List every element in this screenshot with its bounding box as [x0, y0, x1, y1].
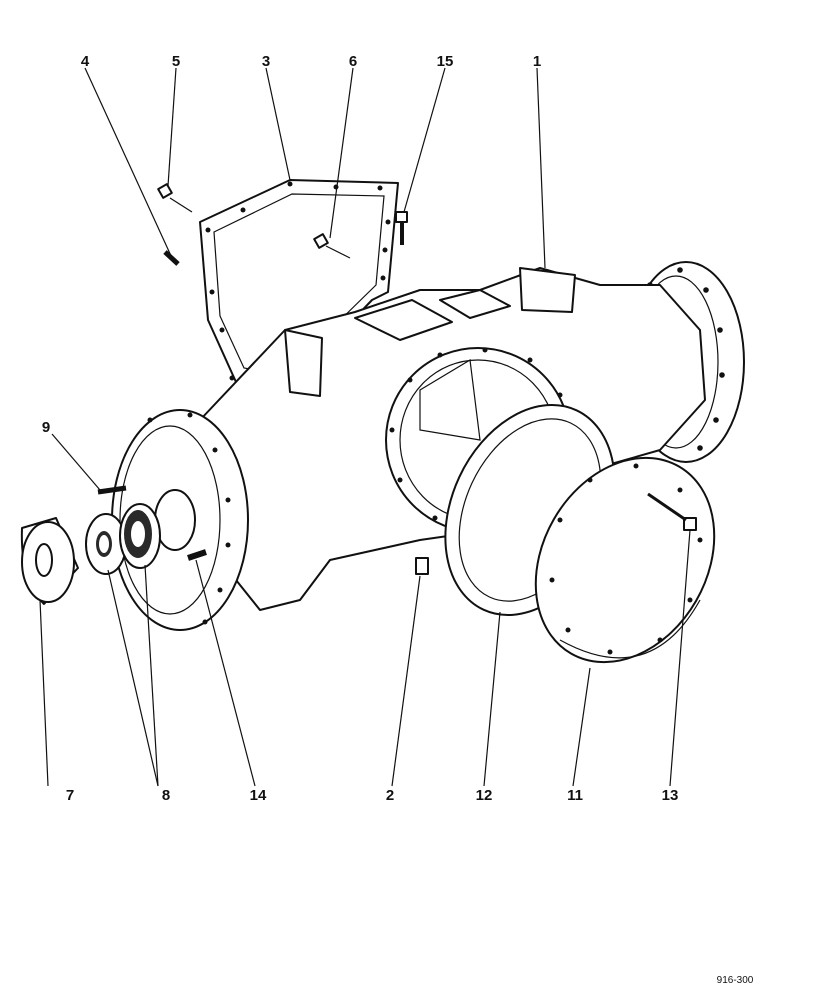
part-labels: 4 5 3 6 15 1 9 7 8 14 2 12 11 13 — [42, 53, 679, 804]
bearing-8b — [119, 503, 161, 569]
label-part-2: 2 — [386, 787, 394, 804]
label-part-4: 4 — [81, 53, 90, 70]
label-part-12: 12 — [476, 787, 493, 804]
label-part-5: 5 — [172, 53, 180, 70]
dowel-14 — [187, 549, 207, 561]
label-part-3: 3 — [262, 53, 270, 70]
label-part-1: 1 — [533, 53, 541, 70]
bolt-5 — [157, 183, 193, 213]
label-part-13: 13 — [662, 787, 679, 804]
seal-7 — [20, 517, 79, 605]
label-part-15: 15 — [437, 53, 454, 70]
leader-lines — [39, 67, 691, 787]
bolt-6 — [313, 233, 351, 259]
label-part-14: 14 — [250, 787, 267, 804]
dowel-9 — [97, 485, 127, 495]
bolt-15 — [395, 211, 408, 245]
label-part-11: 11 — [567, 787, 583, 804]
label-part-8: 8 — [162, 787, 170, 804]
drawing-reference: 916-300 — [717, 975, 754, 986]
label-part-7: 7 — [66, 787, 74, 804]
drain-plug-2 — [415, 557, 429, 575]
label-part-6: 6 — [349, 53, 357, 70]
label-part-9: 9 — [42, 419, 50, 436]
